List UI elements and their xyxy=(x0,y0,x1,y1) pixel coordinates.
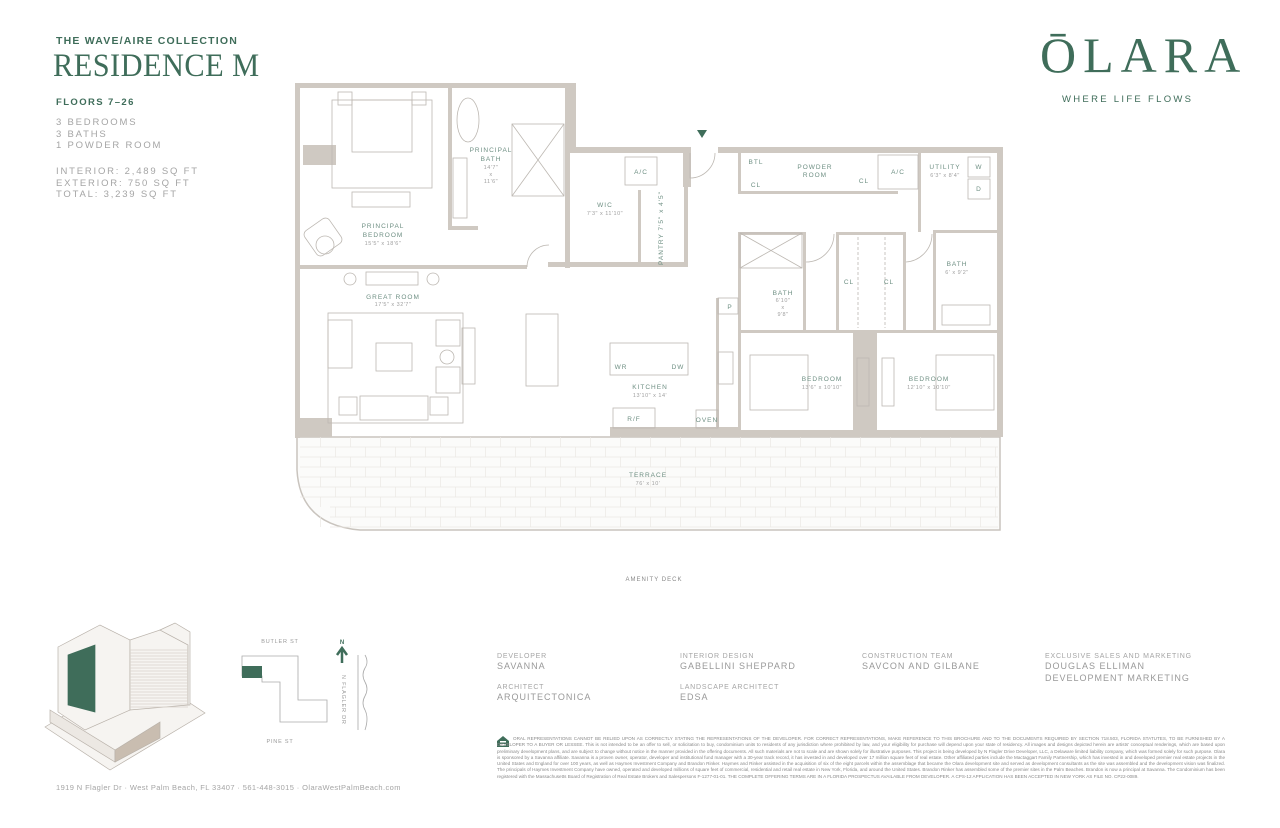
powder-room-count: 1 POWDER ROOM xyxy=(56,140,163,151)
olara-logo: ŌLARA xyxy=(1040,27,1248,83)
room-labels: PRINCIPAL BEDROOM 15'5" x 18'6" PRINCIPA… xyxy=(362,147,982,583)
area-summary: INTERIOR: 2,489 SQ FT EXTERIOR: 750 SQ F… xyxy=(56,166,199,201)
credit-label: LANDSCAPE ARCHITECT xyxy=(680,684,780,691)
credit-label: DEVELOPER xyxy=(497,653,547,660)
credit-architect: ARCHITECT ARQUITECTONICA xyxy=(497,684,591,703)
bath-2-dims-x: x xyxy=(781,305,784,311)
wic-label: WIC xyxy=(597,202,613,209)
principal-bedroom-label: PRINCIPAL xyxy=(362,223,405,230)
credit-value: SAVCON AND GILBANE xyxy=(862,661,980,671)
principal-bath-label-2: BATH xyxy=(481,156,502,163)
principal-bedroom-label-2: BEDROOM xyxy=(363,232,404,239)
principal-bath-dims-2: 11'6" xyxy=(484,179,498,185)
residence-title: RESIDENCE M xyxy=(53,48,260,84)
kitchen-dims: 13'10" x 14' xyxy=(633,393,667,399)
principal-bath-label: PRINCIPAL xyxy=(470,147,513,154)
amenity-deck-label: AMENITY DECK xyxy=(626,577,683,583)
oven-label: OVEN xyxy=(696,417,718,424)
exterior-area: EXTERIOR: 750 SQ FT xyxy=(56,177,191,189)
credit-sales-marketing: EXCLUSIVE SALES AND MARKETING DOUGLAS EL… xyxy=(1045,653,1192,684)
ac-label: A/C xyxy=(634,169,648,176)
disclaimer-text: ORAL REPRESENTATIONS CANNOT BE RELIED UP… xyxy=(497,736,1225,779)
cl-label-2: CL xyxy=(859,178,869,185)
legal-disclaimer: ORAL REPRESENTATIONS CANNOT BE RELIED UP… xyxy=(497,736,1225,780)
north-label: N xyxy=(340,640,344,646)
credit-value-2: DEVELOPMENT MARKETING xyxy=(1045,673,1190,683)
brand-tagline: WHERE LIFE FLOWS xyxy=(1062,94,1194,105)
bedroom-3-label: BEDROOM xyxy=(909,376,950,383)
principal-bath-dims: 14'7" xyxy=(484,165,499,171)
pine-st-label: PINE ST xyxy=(267,739,294,745)
dryer-label: D xyxy=(976,186,982,193)
washer-label: W xyxy=(975,164,982,171)
entry-marker-icon xyxy=(697,130,707,138)
total-area: TOTAL: 3,239 SQ FT xyxy=(56,189,178,200)
furniture xyxy=(303,91,995,429)
dishwasher-label: DW xyxy=(672,364,685,371)
credit-label: ARCHITECT xyxy=(497,684,545,691)
bath-2-dims: 6'10" xyxy=(776,298,791,304)
utility-label: UTILITY xyxy=(929,164,960,171)
floor-plan: PRINCIPAL BEDROOM 15'5" x 18'6" PRINCIPA… xyxy=(295,83,1003,583)
credit-label: EXCLUSIVE SALES AND MARKETING xyxy=(1045,653,1192,660)
interior-area: INTERIOR: 2,489 SQ FT xyxy=(56,166,199,177)
rooms-summary: 3 BEDROOMS 3 BATHS 1 POWDER ROOM xyxy=(56,117,162,152)
bath-2-dims-2: 9'8" xyxy=(777,312,788,318)
bedrooms-count: 3 BEDROOMS xyxy=(56,117,138,128)
credit-value: ARQUITECTONICA xyxy=(497,692,592,702)
terrace-label: TERRACE xyxy=(629,472,667,479)
equal-housing-icon xyxy=(497,736,509,747)
building-and-site-map: BUTLER ST PINE ST N N FLAGLER DR xyxy=(44,622,368,771)
credit-value: SAVANNA xyxy=(497,661,546,671)
ac-label-2: A/C xyxy=(891,169,905,176)
collection-name: THE WAVE/AIRE COLLECTION xyxy=(56,35,239,47)
building-rendering xyxy=(44,622,206,771)
cl-label-3: CL xyxy=(844,279,854,286)
footer-contact: 1919 N Flagler Dr · West Palm Beach, FL … xyxy=(56,783,401,792)
cl-label: CL xyxy=(751,182,761,189)
butler-st-label: BUTLER ST xyxy=(261,639,298,645)
credit-label: INTERIOR DESIGN xyxy=(680,653,755,660)
principal-bedroom-dims: 15'5" x 18'6" xyxy=(365,241,402,247)
credit-interior-design: INTERIOR DESIGN GABELLINI SHEPPARD xyxy=(680,653,796,672)
pantry-label: PANTRY 7'5" x 4'5" xyxy=(658,191,665,265)
north-arrow-icon xyxy=(335,645,349,663)
bath-2-label: BATH xyxy=(773,290,794,297)
credit-construction-team: CONSTRUCTION TEAM SAVCON AND GILBANE xyxy=(862,653,980,672)
kitchen-label: KITCHEN xyxy=(632,384,668,391)
terrace-dims: 76' x 10' xyxy=(636,481,661,487)
waterfront-icon xyxy=(357,654,368,731)
powder-room-label-2: ROOM xyxy=(803,172,827,179)
wic-dims: 7'3" x 11'10" xyxy=(587,211,623,217)
bedroom-2-label: BEDROOM xyxy=(802,376,843,383)
utility-dims: 6'3" x 8'4" xyxy=(930,173,960,179)
credit-value: EDSA xyxy=(680,692,709,702)
baths-count: 3 BATHS xyxy=(56,128,108,140)
bedroom-3-dims: 12'10" x 10'10" xyxy=(907,385,951,391)
credit-value: GABELLINI SHEPPARD xyxy=(680,661,796,671)
principal-bath-dims-x: x xyxy=(489,172,492,178)
credit-value: DOUGLAS ELLIMAN xyxy=(1045,661,1146,671)
doors xyxy=(526,152,933,268)
credit-developer: DEVELOPER SAVANNA xyxy=(497,653,547,672)
credit-landscape-architect: LANDSCAPE ARCHITECT EDSA xyxy=(680,684,779,703)
wine-fridge-label: WR xyxy=(615,364,628,371)
great-room-label: GREAT ROOM xyxy=(366,294,420,301)
cl-label-4: CL xyxy=(884,279,894,286)
btl-label: BTL xyxy=(749,159,764,166)
fridge-label: R/F xyxy=(627,416,640,423)
site-map: BUTLER ST PINE ST N N FLAGLER DR xyxy=(241,639,368,745)
great-room-dims: 17'5" x 32'7" xyxy=(375,302,412,308)
bath-3-label: BATH xyxy=(947,261,968,268)
powder-room-label: POWDER xyxy=(797,164,832,171)
bedroom-2-dims: 13'6" x 10'10" xyxy=(802,385,842,391)
terrace xyxy=(296,436,1001,531)
bath-3-dims: 6' x 9'2" xyxy=(945,270,969,276)
credit-label: CONSTRUCTION TEAM xyxy=(862,653,954,660)
pantry-cabinet-label: P xyxy=(727,304,732,311)
floors-range: FLOORS 7–26 xyxy=(56,97,135,108)
flagler-dr-label: N FLAGLER DR xyxy=(340,675,346,725)
